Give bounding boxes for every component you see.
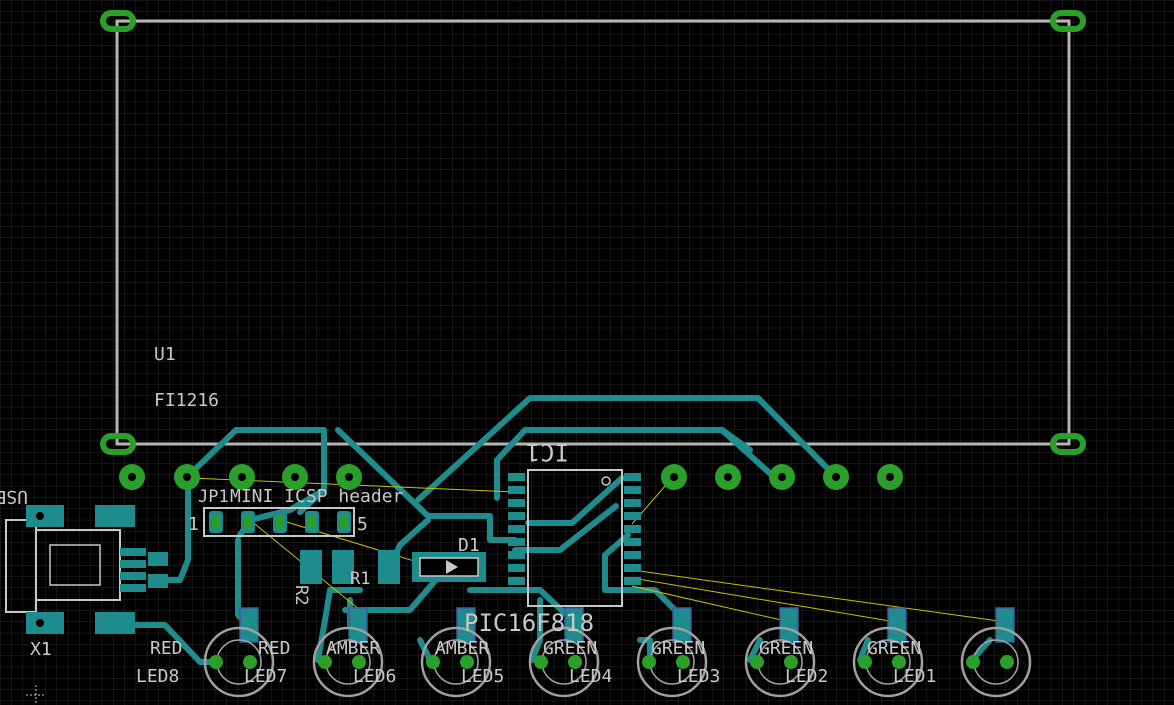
mounting-slot-bottom-right[interactable]: [1050, 433, 1086, 455]
led-color-label: AMBER: [326, 638, 380, 659]
led-color-label: GREEN: [867, 638, 921, 659]
trace[interactable]: [157, 474, 191, 583]
module-ref-label: U1: [154, 344, 176, 365]
header-label: MINI ICSP header: [230, 486, 404, 507]
mcu-value-label: PIC16F818: [464, 609, 594, 637]
airwire: [631, 577, 897, 623]
diode-symbol: [446, 560, 458, 574]
mounting-slot-top-left[interactable]: [100, 10, 136, 32]
module-value-label: FI1216: [154, 390, 219, 411]
airwire: [631, 585, 791, 623]
led-ref-label: LED1: [893, 666, 936, 687]
led-outline[interactable]: [852, 626, 924, 698]
trace[interactable]: [415, 395, 839, 503]
led-ref-label: LED2: [785, 666, 828, 687]
mounting-slot-top-right[interactable]: [1050, 10, 1086, 32]
usb-connector[interactable]: [5, 505, 146, 634]
trace[interactable]: [525, 475, 625, 526]
led-ref-label: LED4: [569, 666, 612, 687]
led-outline[interactable]: [420, 626, 492, 698]
trace[interactable]: [512, 503, 619, 553]
led-ref-label: LED3: [677, 666, 720, 687]
resistor-note-label: R1: [350, 569, 370, 589]
icsp-header[interactable]: [203, 507, 355, 537]
trace[interactable]: [127, 622, 218, 665]
led-outline[interactable]: [203, 626, 275, 698]
usb-connector-value-label: USB-32005-201: [0, 486, 28, 507]
led-resistors[interactable]: [239, 607, 1015, 643]
led-ref-label: LED8: [136, 666, 179, 687]
led-color-label: GREEN: [651, 638, 705, 659]
header-pin-first-label: 1: [188, 514, 199, 535]
led-outline[interactable]: [528, 626, 600, 698]
led-pads: [209, 655, 1014, 669]
origin-marker: [26, 685, 46, 705]
usb-resistor[interactable]: [148, 552, 168, 588]
led-outline[interactable]: [744, 626, 816, 698]
led-ref-label: LED5: [461, 666, 504, 687]
led-outline[interactable]: [312, 626, 384, 698]
airwire: [631, 569, 1007, 623]
trace[interactable]: [467, 587, 575, 623]
trace[interactable]: [602, 532, 683, 618]
mcu-ref-label: IC1: [526, 438, 569, 466]
led-ref-label: LED7: [244, 666, 287, 687]
mounting-slots: [100, 10, 1086, 455]
led-color-label: GREEN: [543, 638, 597, 659]
led-outline[interactable]: [636, 626, 708, 698]
header-pin-last-label: 5: [357, 514, 368, 535]
led-ref-label: LED6: [353, 666, 396, 687]
usb-connector-ref-label: X1: [30, 639, 52, 660]
module-outline: [115, 19, 1071, 446]
trace[interactable]: [529, 597, 543, 663]
trace[interactable]: [747, 637, 763, 663]
mcu-ic[interactable]: [508, 469, 641, 607]
led-color-label: RED: [150, 638, 183, 659]
mounting-slot-bottom-left[interactable]: [100, 433, 136, 455]
trace[interactable]: [637, 637, 653, 663]
led-outline[interactable]: [960, 626, 1032, 698]
led-color-label: RED: [258, 638, 291, 659]
led-footprints: [203, 626, 1032, 698]
header-ref-label: JP1: [198, 487, 229, 507]
led-color-label: GREEN: [759, 638, 813, 659]
resistor-label: R2: [291, 585, 311, 605]
led-color-label: AMBER: [435, 638, 489, 659]
led-labels: RED LED8 RED LED7 AMBER LED6 AMBER LED5 …: [136, 638, 936, 687]
diode-ref-label: D1: [458, 535, 480, 556]
trace[interactable]: [719, 427, 777, 480]
